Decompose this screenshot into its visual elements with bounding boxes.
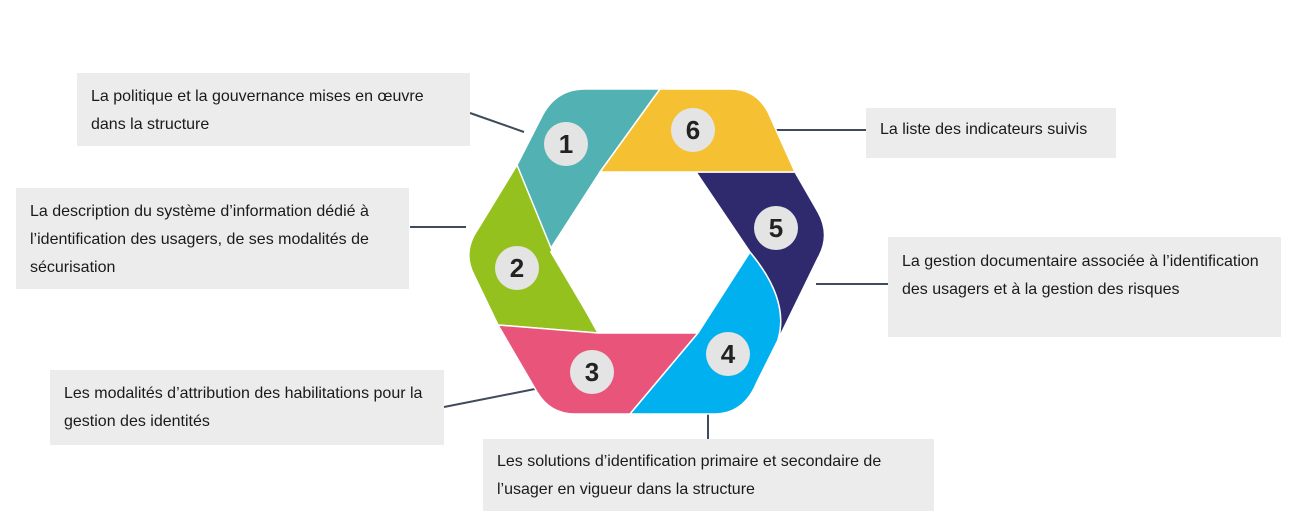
badge-5: 5: [754, 206, 798, 250]
badge-circle-2: [495, 246, 539, 290]
badge-circle-1: [544, 122, 588, 166]
badge-number-1: 1: [559, 129, 573, 159]
badge-1: 1: [544, 122, 588, 166]
badge-circle-6: [671, 108, 715, 152]
badge-number-5: 5: [769, 213, 783, 243]
badge-2: 2: [495, 246, 539, 290]
connector-line-3: [443, 387, 541, 408]
callout-1: La politique et la gouvernance mises en …: [77, 73, 470, 146]
badge-circle-4: [706, 332, 750, 376]
connector-line-1: [469, 112, 525, 133]
badge-number-3: 3: [585, 357, 599, 387]
callout-2: La description du système d’information …: [16, 188, 409, 289]
badge-number-6: 6: [686, 115, 700, 145]
callout-3: Les modalités d’attribution des habilita…: [50, 370, 444, 445]
badge-number-2: 2: [510, 253, 524, 283]
badge-circle-3: [570, 350, 614, 394]
badge-6: 6: [671, 108, 715, 152]
badge-4: 4: [706, 332, 750, 376]
callout-4: Les solutions d’identification primaire …: [483, 439, 934, 511]
badge-3: 3: [570, 350, 614, 394]
center-hexagon: [550, 172, 746, 333]
badge-circle-5: [754, 206, 798, 250]
callout-5: La gestion documentaire associée à l’ide…: [888, 237, 1281, 337]
badge-number-4: 4: [721, 339, 736, 369]
callout-6: La liste des indicateurs suivis: [866, 108, 1116, 158]
